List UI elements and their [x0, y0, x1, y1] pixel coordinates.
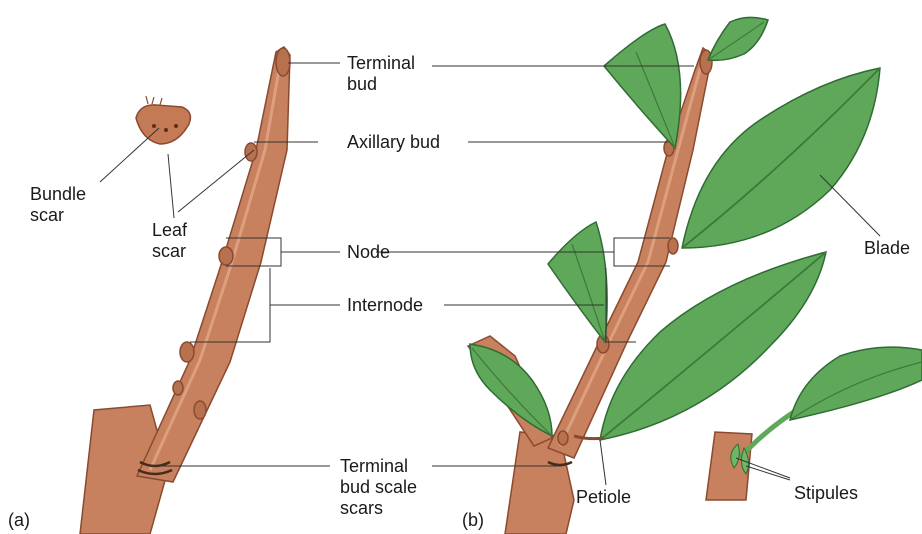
label-stipules: Stipules [794, 483, 858, 504]
lower-bud-a-2 [173, 381, 183, 395]
label-bundle-scar: Bundle scar [30, 184, 86, 226]
label-leaf-scar: Leaf scar [152, 220, 187, 262]
lower-bud-a [180, 342, 194, 362]
label-blade: Blade [864, 238, 910, 259]
top-leaf-left [604, 24, 681, 148]
label-axillary-bud: Axillary bud [347, 132, 440, 153]
panel-label-b: (b) [462, 510, 484, 531]
label-node: Node [347, 242, 390, 263]
lower-bud-b [558, 431, 568, 445]
node-bud-a [219, 247, 233, 265]
lower-bud-a-3 [194, 401, 206, 419]
terminal-bud-a [276, 48, 290, 76]
leaf-scar-enlargement [136, 105, 190, 144]
blade-leaf [682, 68, 880, 248]
middle-leaf-left [548, 222, 607, 342]
panel-label-a: (a) [8, 510, 30, 531]
petiole [574, 436, 604, 439]
label-petiole: Petiole [576, 487, 631, 508]
label-terminal-bud: Terminal bud [347, 53, 415, 95]
node-bud-b [668, 238, 678, 254]
label-internode: Internode [347, 295, 423, 316]
label-bud-scale-scars: Terminal bud scale scars [340, 456, 417, 519]
